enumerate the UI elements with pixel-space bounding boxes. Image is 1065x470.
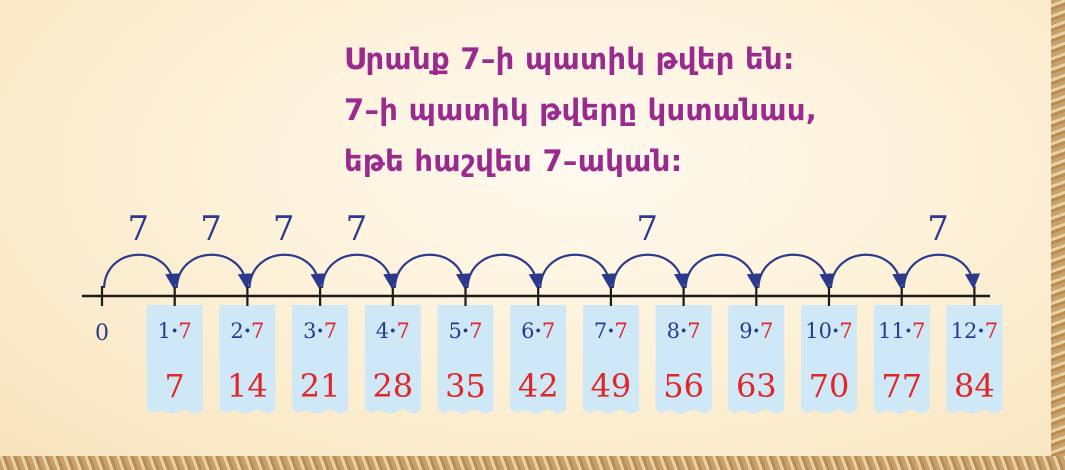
product-value: 7	[165, 367, 185, 405]
product-value: 56	[663, 367, 704, 405]
jump-arc	[540, 255, 610, 288]
product-value: 42	[518, 367, 559, 405]
product-value: 49	[591, 367, 632, 405]
product-value: 14	[227, 367, 268, 405]
multiplication-expression: 3·7	[303, 318, 337, 343]
product-value: 28	[372, 367, 413, 405]
multiplication-expression: 4·7	[376, 318, 410, 343]
multiplication-expression: 10·7	[805, 318, 852, 343]
multiplication-expression: 11·7	[878, 318, 925, 343]
jump-label: 7	[346, 209, 368, 249]
multiplication-expression: 5·7	[448, 318, 482, 343]
jump-arc	[831, 255, 901, 288]
jump-arc	[249, 255, 319, 288]
jump-arc	[322, 255, 392, 288]
jump-label: 7	[636, 209, 658, 249]
product-value: 84	[954, 367, 995, 405]
jump-label: 7	[927, 209, 949, 249]
multiplication-expression: 12·7	[951, 318, 998, 343]
product-value: 63	[736, 367, 777, 405]
product-value: 35	[445, 367, 486, 405]
jump-label: 7	[128, 209, 150, 249]
multiplication-expression: 1·7	[158, 318, 192, 343]
jump-label: 7	[273, 209, 295, 249]
jump-label: 7	[200, 209, 222, 249]
multiplication-expression: 9·7	[739, 318, 773, 343]
jump-arc	[177, 255, 247, 288]
multiplication-expression: 8·7	[667, 318, 701, 343]
product-value: 77	[881, 367, 922, 405]
jump-arc	[758, 255, 828, 288]
jump-arc	[104, 255, 174, 288]
jump-arc	[904, 255, 974, 288]
multiplication-expression: 2·7	[230, 318, 264, 343]
zero-label: 0	[95, 321, 109, 346]
jump-arc	[613, 255, 683, 288]
jump-arc	[395, 255, 465, 288]
product-value: 70	[809, 367, 850, 405]
jump-arc	[468, 255, 538, 288]
product-value: 21	[300, 367, 341, 405]
multiplication-expression: 6·7	[521, 318, 555, 343]
multiplication-expression: 7·7	[594, 318, 628, 343]
jump-arc	[686, 255, 756, 288]
